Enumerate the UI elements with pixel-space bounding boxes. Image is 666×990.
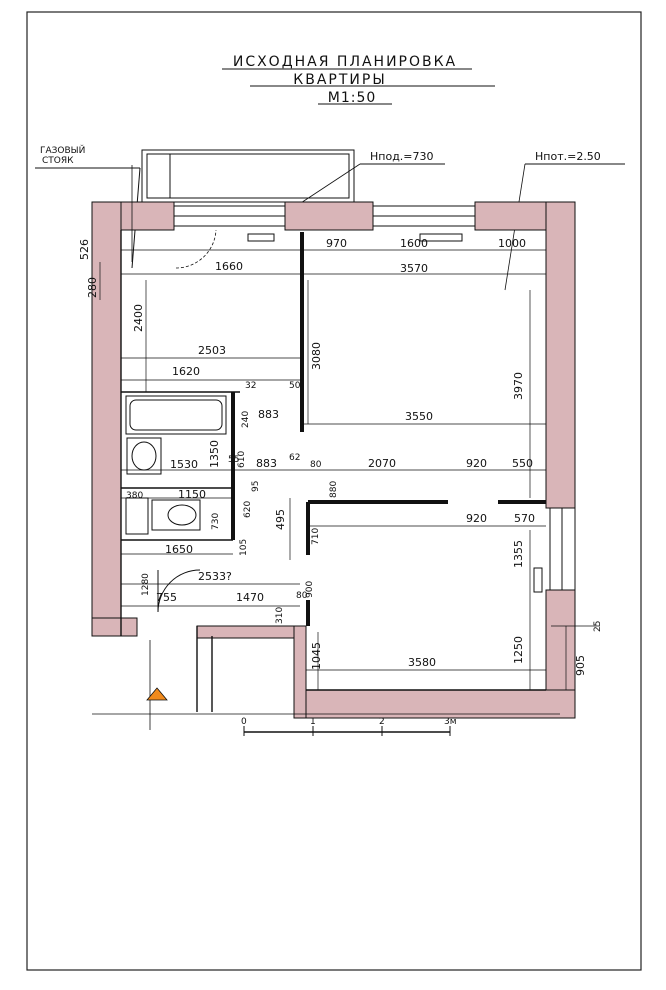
dim-1620: 1620 — [172, 365, 200, 378]
dim-883b: 883 — [256, 457, 277, 470]
radiator-room — [419, 233, 463, 242]
dim-2533: 2533? — [198, 570, 232, 583]
dim-880: 880 — [329, 481, 339, 498]
dim-570: 570 — [514, 512, 535, 525]
page-frame — [26, 11, 642, 971]
dim-900: 900 — [305, 581, 315, 598]
dim-970: 970 — [326, 237, 347, 250]
dim-1150: 1150 — [178, 488, 206, 501]
ceiling-height-note: Hпот.=2.50 — [535, 150, 601, 163]
entrance-door — [157, 569, 201, 613]
interior-walls — [231, 232, 546, 626]
dim-3570: 3570 — [400, 262, 428, 275]
windows — [173, 205, 576, 591]
wall-bottom-step — [293, 625, 307, 719]
dim-50: 50 — [289, 381, 301, 391]
dim-883a: 883 — [258, 408, 279, 421]
dim-3580: 3580 — [408, 656, 436, 669]
dim-1350: 1350 — [208, 440, 221, 468]
dim-920b: 920 — [466, 512, 487, 525]
scale-2: 2 — [379, 717, 385, 727]
radiator-kitchen — [247, 233, 275, 242]
toilet — [125, 497, 201, 535]
exterior-walls — [91, 201, 576, 719]
dim-920a: 920 — [466, 457, 487, 470]
dim-1530: 1530 — [170, 458, 198, 471]
dim-730: 730 — [211, 513, 221, 530]
gas-riser-label-1: ГАЗОВЫЙ — [40, 144, 85, 156]
title-block: ИСХОДНАЯ ПЛАНИРОВКА КВАРТИРЫ М1:50 — [222, 54, 495, 106]
balcony — [141, 149, 355, 203]
wall-right — [545, 201, 576, 509]
dim-3550: 3550 — [405, 410, 433, 423]
dim-25: 25 — [593, 621, 603, 632]
gas-riser-label-2: СТОЯК — [42, 156, 74, 166]
north-marker — [146, 687, 168, 701]
dim-755: 755 — [156, 591, 177, 604]
dim-55: 55 — [228, 455, 239, 465]
dim-32: 32 — [245, 381, 256, 391]
dim-105: 105 — [239, 539, 249, 556]
dim-1250: 1250 — [512, 636, 525, 664]
scale-label: М1:50 — [328, 90, 377, 106]
dim-62: 62 — [289, 453, 300, 463]
dim-1280: 1280 — [141, 573, 151, 596]
dim-1000: 1000 — [498, 237, 526, 250]
dimension-lines — [91, 235, 600, 690]
dim-1650: 1650 — [165, 543, 193, 556]
wall-top-mid — [284, 201, 374, 231]
dim-1660: 1660 — [215, 260, 243, 273]
dim-310: 310 — [275, 607, 285, 624]
dim-380: 380 — [126, 491, 143, 501]
dimension-labels: 1660 970 1600 1000 3570 526 280 2400 308… — [78, 237, 603, 676]
kitchen-door — [175, 229, 217, 269]
wall-left-bottom — [91, 617, 138, 637]
height-notes: Hпод.=730 Hпот.=2.50 — [274, 150, 625, 291]
dim-610: 610 — [237, 451, 247, 468]
dim-2503: 2503 — [198, 344, 226, 357]
reference-lines — [92, 165, 560, 730]
dim-1355: 1355 — [512, 540, 525, 568]
dim-1600: 1600 — [400, 237, 428, 250]
dim-620: 620 — [243, 501, 253, 518]
dim-2400: 2400 — [132, 304, 145, 332]
dim-1045: 1045 — [310, 642, 323, 670]
scale-3m: 3м — [444, 717, 457, 727]
bathtub — [125, 395, 227, 435]
scale-bar: 0 1 2 3м — [241, 717, 457, 736]
sill-height-note: Hпод.=730 — [370, 150, 434, 163]
scale-0: 0 — [241, 717, 247, 727]
dim-3970: 3970 — [512, 372, 525, 400]
dim-3080: 3080 — [310, 342, 323, 370]
dim-2070: 2070 — [368, 457, 396, 470]
radiators — [247, 233, 543, 593]
dim-240: 240 — [241, 411, 251, 428]
dim-495: 495 — [274, 509, 287, 530]
dim-80b: 80 — [296, 591, 308, 601]
dim-1470: 1470 — [236, 591, 264, 604]
interior-walls-thin — [120, 230, 546, 712]
dim-710: 710 — [311, 528, 321, 545]
scale-1: 1 — [310, 717, 316, 727]
dim-280: 280 — [86, 277, 99, 298]
washbasin — [126, 437, 162, 475]
title-line1: ИСХОДНАЯ ПЛАНИРОВКА — [233, 54, 457, 70]
wall-left — [91, 201, 122, 637]
dim-905: 905 — [574, 655, 587, 676]
dim-95: 95 — [251, 481, 261, 492]
radiator-right — [533, 567, 543, 593]
dim-550: 550 — [512, 457, 533, 470]
wall-bottom — [293, 689, 576, 719]
dim-80a: 80 — [310, 460, 322, 470]
title-line2: КВАРТИРЫ — [293, 72, 386, 88]
dim-526: 526 — [78, 239, 91, 260]
